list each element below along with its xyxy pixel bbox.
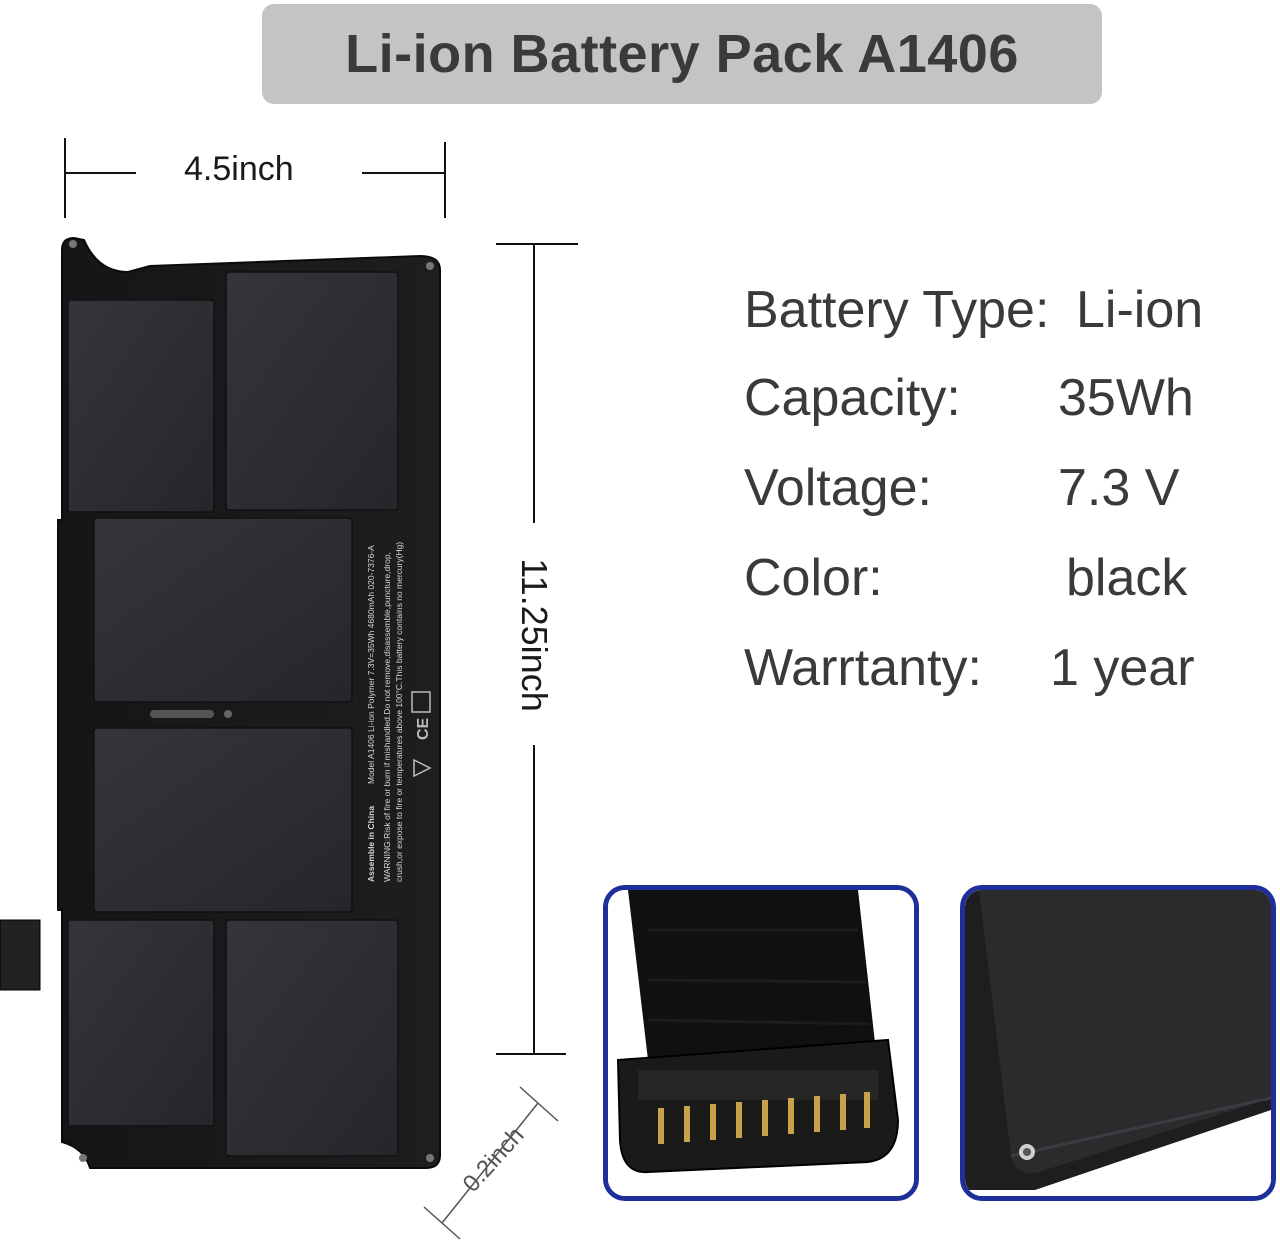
corner-detail-photo [960,885,1276,1201]
label-warning-cont: crush,or expose to fire or temperatures … [394,541,404,882]
page-title: Li-ion Battery Pack A1406 [345,24,1019,84]
warning-triangle-icon [413,758,432,778]
height-label: 11.25inch [514,558,555,712]
spec-key: Warrtanty: [744,639,982,697]
recycle-mark-icon [411,691,431,713]
battery-pack: CE [0,236,441,1169]
spec-value: 35Wh [1058,369,1194,427]
svg-text:CE: CE [415,717,432,740]
width-label: 4.5inch [184,150,294,188]
spec-key: Battery Type: [744,281,1050,339]
spec-key: Color: [744,549,883,607]
connector-illustration [608,890,914,1196]
depth-lines [423,1086,559,1240]
label-warning: WARNING:Risk of fire or burn if mishandl… [382,552,392,882]
spec-value: 7.3 V [1058,459,1180,517]
spec-key: Capacity: [744,369,961,427]
label-origin: Assemble in China [366,805,376,882]
label-model: Model A1406 Li-ion Polymer 7.3V=35Wh 468… [366,545,376,784]
connector-detail-photo [603,885,919,1201]
corner-illustration [965,890,1271,1196]
spec-value: black [1066,549,1188,607]
ce-mark-icon: CE [415,717,432,740]
spec-value: Li-ion [1076,281,1204,339]
spec-key: Voltage: [744,459,932,517]
spec-value: 1 year [1050,639,1195,697]
title-banner: Li-ion Battery Pack A1406 [262,4,1102,104]
battery-label: Assemble in China Model A1406 Li-ion Pol… [360,542,420,882]
